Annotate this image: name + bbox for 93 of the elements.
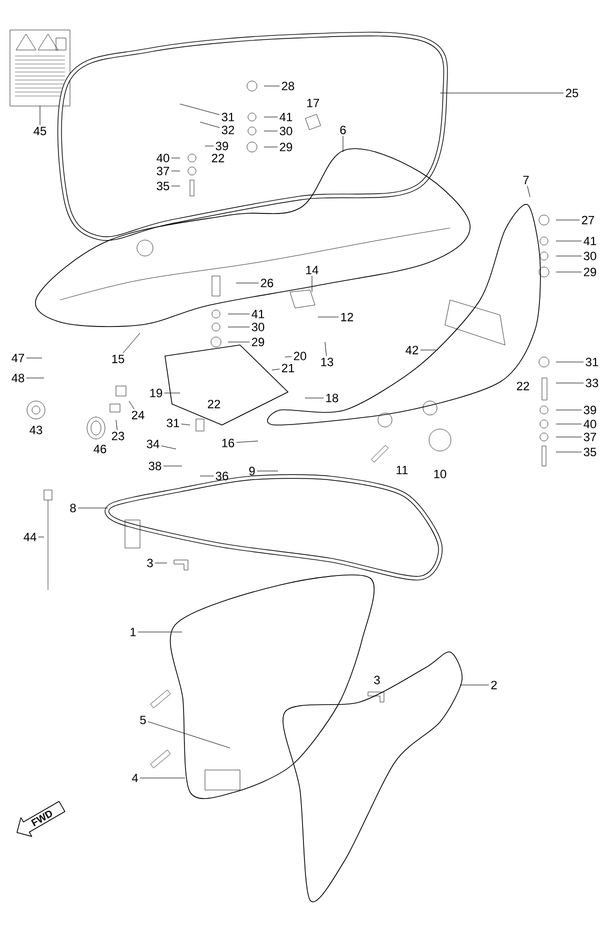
callout-number: 46 [94,444,106,454]
leader-line [440,92,564,94]
callout-number: 26 [260,278,274,288]
leader-line [284,356,292,358]
callout-number: 31 [586,358,598,366]
callout-number: 31 [166,418,180,428]
callout-number: 33 [586,378,598,388]
leader-line [171,170,180,172]
leader-line [154,562,168,564]
leader-line [128,400,134,410]
callout-number: 17 [307,98,320,108]
callout-number: 28 [282,82,294,90]
leader-line [236,282,259,284]
leader-line [342,136,344,152]
callout-number: 2 [491,680,497,690]
callout-number: 24 [132,410,144,420]
callout-number: 15 [112,354,124,364]
leader-line [324,342,327,356]
callout-number: 40 [156,154,170,162]
leader-line [264,116,278,118]
callout-number: 29 [584,268,596,276]
leader-line [116,420,118,430]
callout-number: 41 [280,112,292,122]
callout-number: 16 [222,438,234,448]
leader-line [228,326,250,328]
callout-number: 41 [584,236,596,246]
callout-number: 30 [252,322,264,332]
callout-number: 32 [222,126,234,134]
leader-line [556,382,584,384]
callout-number: 36 [216,472,228,480]
callout-number: 19 [150,388,162,398]
leader-line [460,684,490,686]
callout-number: 35 [156,182,170,190]
leader-line [236,440,258,443]
callout-number: 39 [216,142,228,150]
leader-line [264,146,278,148]
callout-number: 21 [282,364,294,372]
callout-number: 37 [584,432,596,442]
callout-number: 8 [70,504,76,512]
leader-line [256,470,278,472]
callout-number: 29 [252,338,264,346]
callout-number: 38 [148,462,162,470]
callout-number: 10 [434,470,446,478]
callout-number: 1 [130,628,136,636]
leader-line [264,130,278,132]
callout-number: 14 [306,266,318,274]
callout-number: 4 [132,774,138,782]
callout-number: 22 [208,400,220,408]
callout-number: 45 [34,126,46,136]
callout-number: 22 [516,382,530,390]
callout-number: 18 [326,394,338,402]
callout-number: 41 [252,310,264,318]
callout-number: 6 [340,126,346,134]
callout-number: 30 [280,126,292,136]
callout-number: 25 [566,88,578,98]
callout-number: 48 [12,374,24,382]
leader-line [556,240,582,242]
callout-number: 31 [222,112,234,122]
callout-number: 30 [584,252,596,260]
callout-number: 23 [112,432,124,440]
leader-line [318,316,339,318]
callout-number: 3 [147,558,153,568]
callout-number: 9 [249,466,255,476]
leader-line [38,536,44,538]
callout-number: 43 [30,426,42,434]
leader-line [148,721,230,748]
leader-line [181,424,190,426]
callout-number: 37 [156,166,170,176]
callout-number: 47 [12,354,24,362]
callout-number: 40 [584,420,596,428]
callout-number: 39 [584,406,596,414]
leader-line [164,392,180,394]
callout-number: 42 [406,346,418,354]
callout-number: 27 [582,216,594,224]
leader-line [556,436,582,438]
leader-line [161,446,176,450]
callout-number: 20 [294,352,306,360]
callout-number: 3 [374,676,380,684]
callout-number: 13 [321,358,334,366]
callout-number: 5 [140,716,146,724]
callout-number: 29 [280,142,292,152]
callout-number: 22 [212,154,224,162]
callout-number: 44 [24,532,36,542]
callout-number: 11 [396,466,408,474]
leader-line [200,122,220,128]
leader-line [122,332,140,354]
leader-line [180,104,220,115]
leader-line [272,368,280,370]
callout-number: 12 [341,312,354,322]
callout-number: 7 [523,176,529,184]
callout-number: 34 [146,440,160,448]
callout-number: 35 [584,448,596,456]
leader-line [527,186,530,198]
